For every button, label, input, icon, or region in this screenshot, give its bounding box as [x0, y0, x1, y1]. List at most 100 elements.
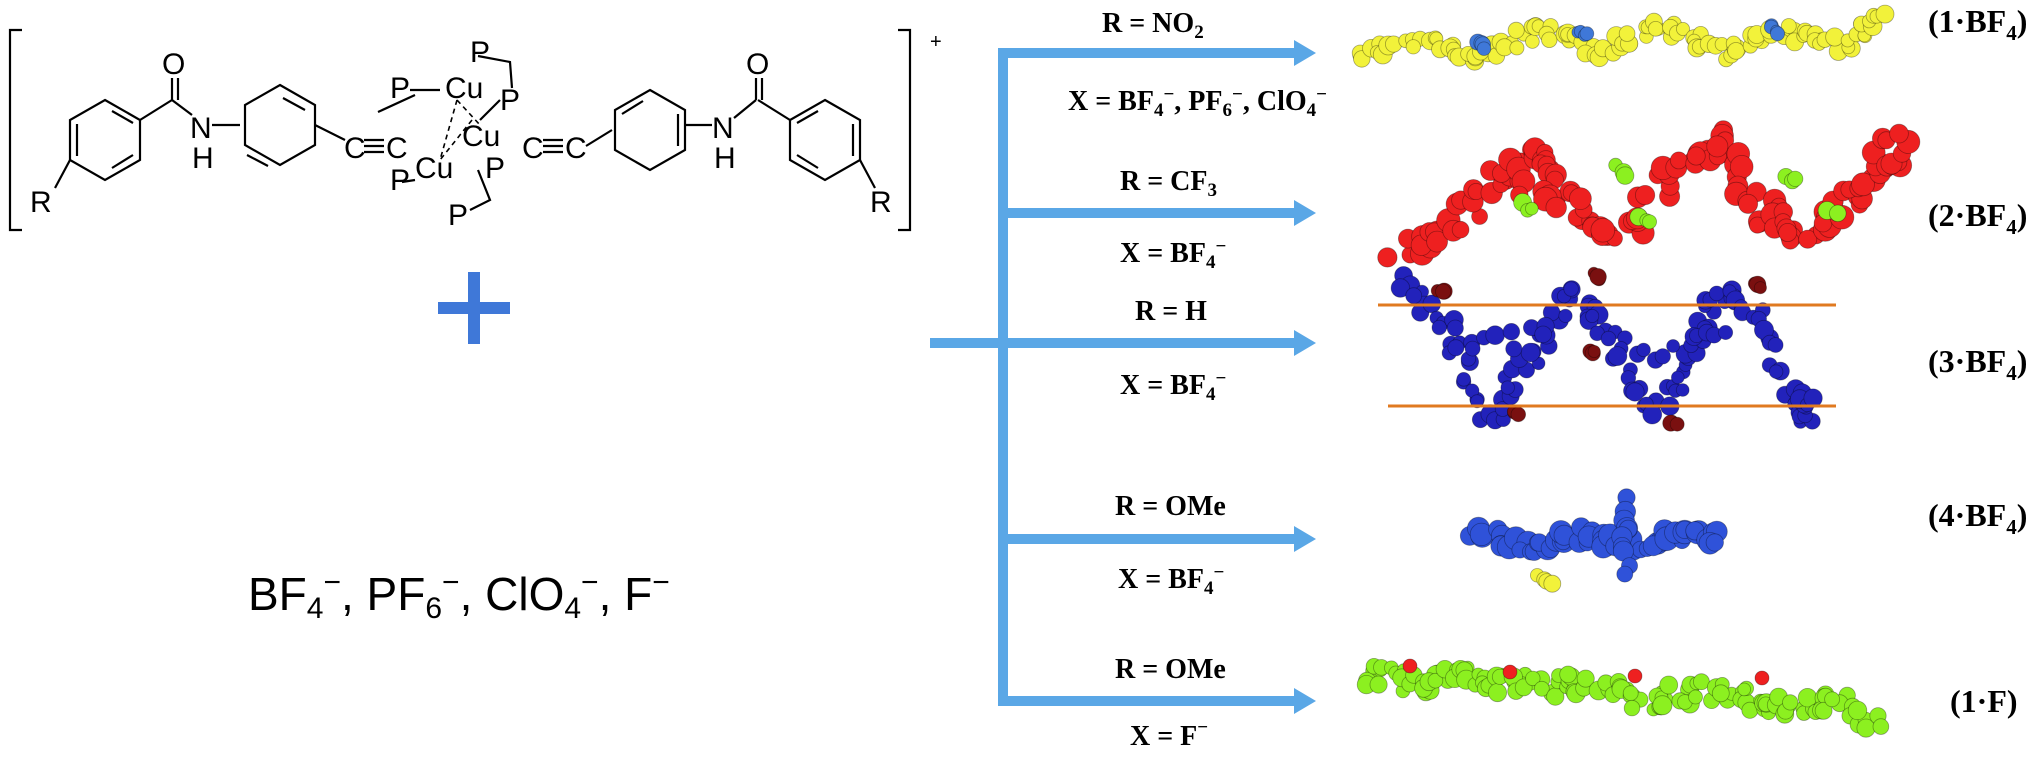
blue-chain-atom: [1768, 364, 1784, 379]
anion-atom: [1615, 166, 1635, 185]
phosphorus: P: [485, 152, 505, 185]
svg-text:(2·BF4): (2·BF4): [1928, 197, 2027, 239]
red-chain-atom: [1686, 146, 1706, 166]
copper-core: Cu Cu Cu P P P P P P C C: [377, 36, 613, 232]
oxygen-atom: [1435, 283, 1452, 300]
green-chain-atom: [1622, 685, 1639, 702]
condition-row-3: R = H X = BF4−: [1120, 296, 1226, 405]
compound-label-4: (4·BF4): [1928, 497, 2027, 539]
blue-chain-atom: [1505, 340, 1523, 358]
red-chain-atom: [1851, 172, 1875, 197]
right-phenylene-ring: [613, 88, 687, 172]
blue-chain-atom: [1708, 285, 1725, 302]
yellow-chain-atom: [1875, 4, 1895, 24]
nitrogen-right: N: [712, 112, 734, 145]
green-chain-atom: [1427, 672, 1444, 689]
yellow-chain-atom: [1780, 18, 1797, 34]
oxygen-atom: [1587, 344, 1601, 358]
right-bracket: [898, 28, 912, 232]
left-aryl-ring: [54, 98, 142, 189]
red-chain-atom: [1426, 230, 1448, 253]
phosphorus: P: [500, 84, 520, 117]
compound-label-1: (1·BF4): [1928, 3, 2027, 45]
oxygen-left: O: [162, 48, 185, 81]
yellow-chain-atom: [1727, 42, 1745, 60]
compound-label-3: (3·BF4): [1928, 343, 2027, 385]
alkyne-carbon-c: C: [522, 132, 544, 165]
green-chain-atom: [1623, 699, 1641, 717]
blue-chain-atom: [1625, 382, 1645, 402]
blue-chain-atom: [1585, 308, 1600, 323]
blue-chain-atom: [1390, 278, 1411, 298]
blue-molecule-atom: [1616, 565, 1634, 583]
green-chain-atom: [1659, 675, 1679, 695]
alkyne-carbon-b: C: [386, 132, 408, 165]
blue-chain-atom: [1520, 342, 1541, 363]
oxygen-atom: [1753, 281, 1767, 295]
red-chain-atom: [1669, 151, 1688, 170]
yellow-chain-atom: [1541, 31, 1558, 49]
blue-chain-atom: [1431, 319, 1448, 336]
red-chain-atom: [1738, 193, 1759, 214]
hydrogen-right: H: [714, 142, 736, 175]
blue-chain-atom: [1485, 325, 1505, 346]
green-chain-atom: [1525, 670, 1541, 687]
yellow-chain-atom: [1647, 20, 1664, 37]
phosphorus: P: [390, 164, 410, 197]
blue-chain-atom: [1675, 383, 1690, 397]
oxygen-atom: [1669, 416, 1685, 432]
fluoride-atom: [1402, 658, 1418, 674]
bond: [139, 99, 173, 121]
bond: [171, 99, 193, 116]
phosphorus: P: [448, 199, 468, 232]
alkyne-carbon-d: C: [565, 132, 587, 165]
x-label: X = BF4−: [1120, 236, 1226, 273]
blue-chain-atom: [1447, 339, 1465, 357]
green-chain-atom: [1782, 694, 1799, 711]
compound-label-5: (1·F): [1950, 683, 2018, 719]
oxygen-atom: [1510, 406, 1527, 423]
copper-atom-mid: Cu: [462, 120, 500, 153]
blue-chain-atom: [1600, 330, 1617, 347]
condition-row-5: R = OMe X = F−: [1115, 654, 1226, 752]
green-chain-atom: [1824, 691, 1840, 708]
red-chain-atom: [1706, 135, 1729, 158]
bond: [314, 124, 346, 141]
blue-chain-atom: [1666, 339, 1680, 353]
hydrogen-left: H: [192, 142, 214, 175]
phosphorus: P: [470, 36, 490, 69]
complex-structure: + R O N H C C Cu: [8, 28, 942, 232]
anion-atom: [1642, 214, 1658, 230]
anion-atom: [1579, 26, 1595, 41]
green-chain-atom: [1872, 718, 1890, 735]
svg-text:(4·BF4): (4·BF4): [1928, 497, 2027, 539]
fluoride-atom: [1754, 670, 1770, 686]
x-label: X = BF4−: [1120, 368, 1226, 405]
red-chain-atom: [1889, 123, 1909, 144]
svg-text:(1·BF4): (1·BF4): [1928, 3, 2027, 45]
red-chain-atom: [1729, 155, 1754, 179]
anion-atom: [1525, 201, 1539, 216]
x-label: X = BF4−, PF6−, ClO4−: [1068, 84, 1327, 121]
green-chain-atom: [1711, 684, 1730, 703]
anion-atom: [1476, 41, 1492, 56]
x-label: X = F−: [1130, 717, 1208, 752]
alkyne-carbon-a: C: [344, 132, 366, 165]
blue-chain-atom: [1558, 308, 1573, 323]
svg-text:(1·F): (1·F): [1950, 683, 2018, 719]
blue-molecule-atom: [1705, 533, 1724, 552]
red-chain-atom: [1635, 185, 1656, 206]
fluoride-atom: [1502, 664, 1518, 680]
blue-chain-atom: [1563, 281, 1579, 297]
svg-text:(3·BF4): (3·BF4): [1928, 343, 2027, 385]
anion-atom: [1829, 204, 1847, 223]
blue-chain-atom: [1671, 370, 1685, 385]
green-chain-atom: [1737, 682, 1751, 697]
left-bracket: [8, 28, 22, 232]
r-label: R = NO2: [1102, 8, 1204, 43]
green-chain-atom: [1847, 700, 1868, 721]
nitrogen-left: N: [190, 112, 212, 145]
oxygen-right: O: [746, 48, 769, 81]
yellow-chain-atom: [1525, 34, 1540, 49]
